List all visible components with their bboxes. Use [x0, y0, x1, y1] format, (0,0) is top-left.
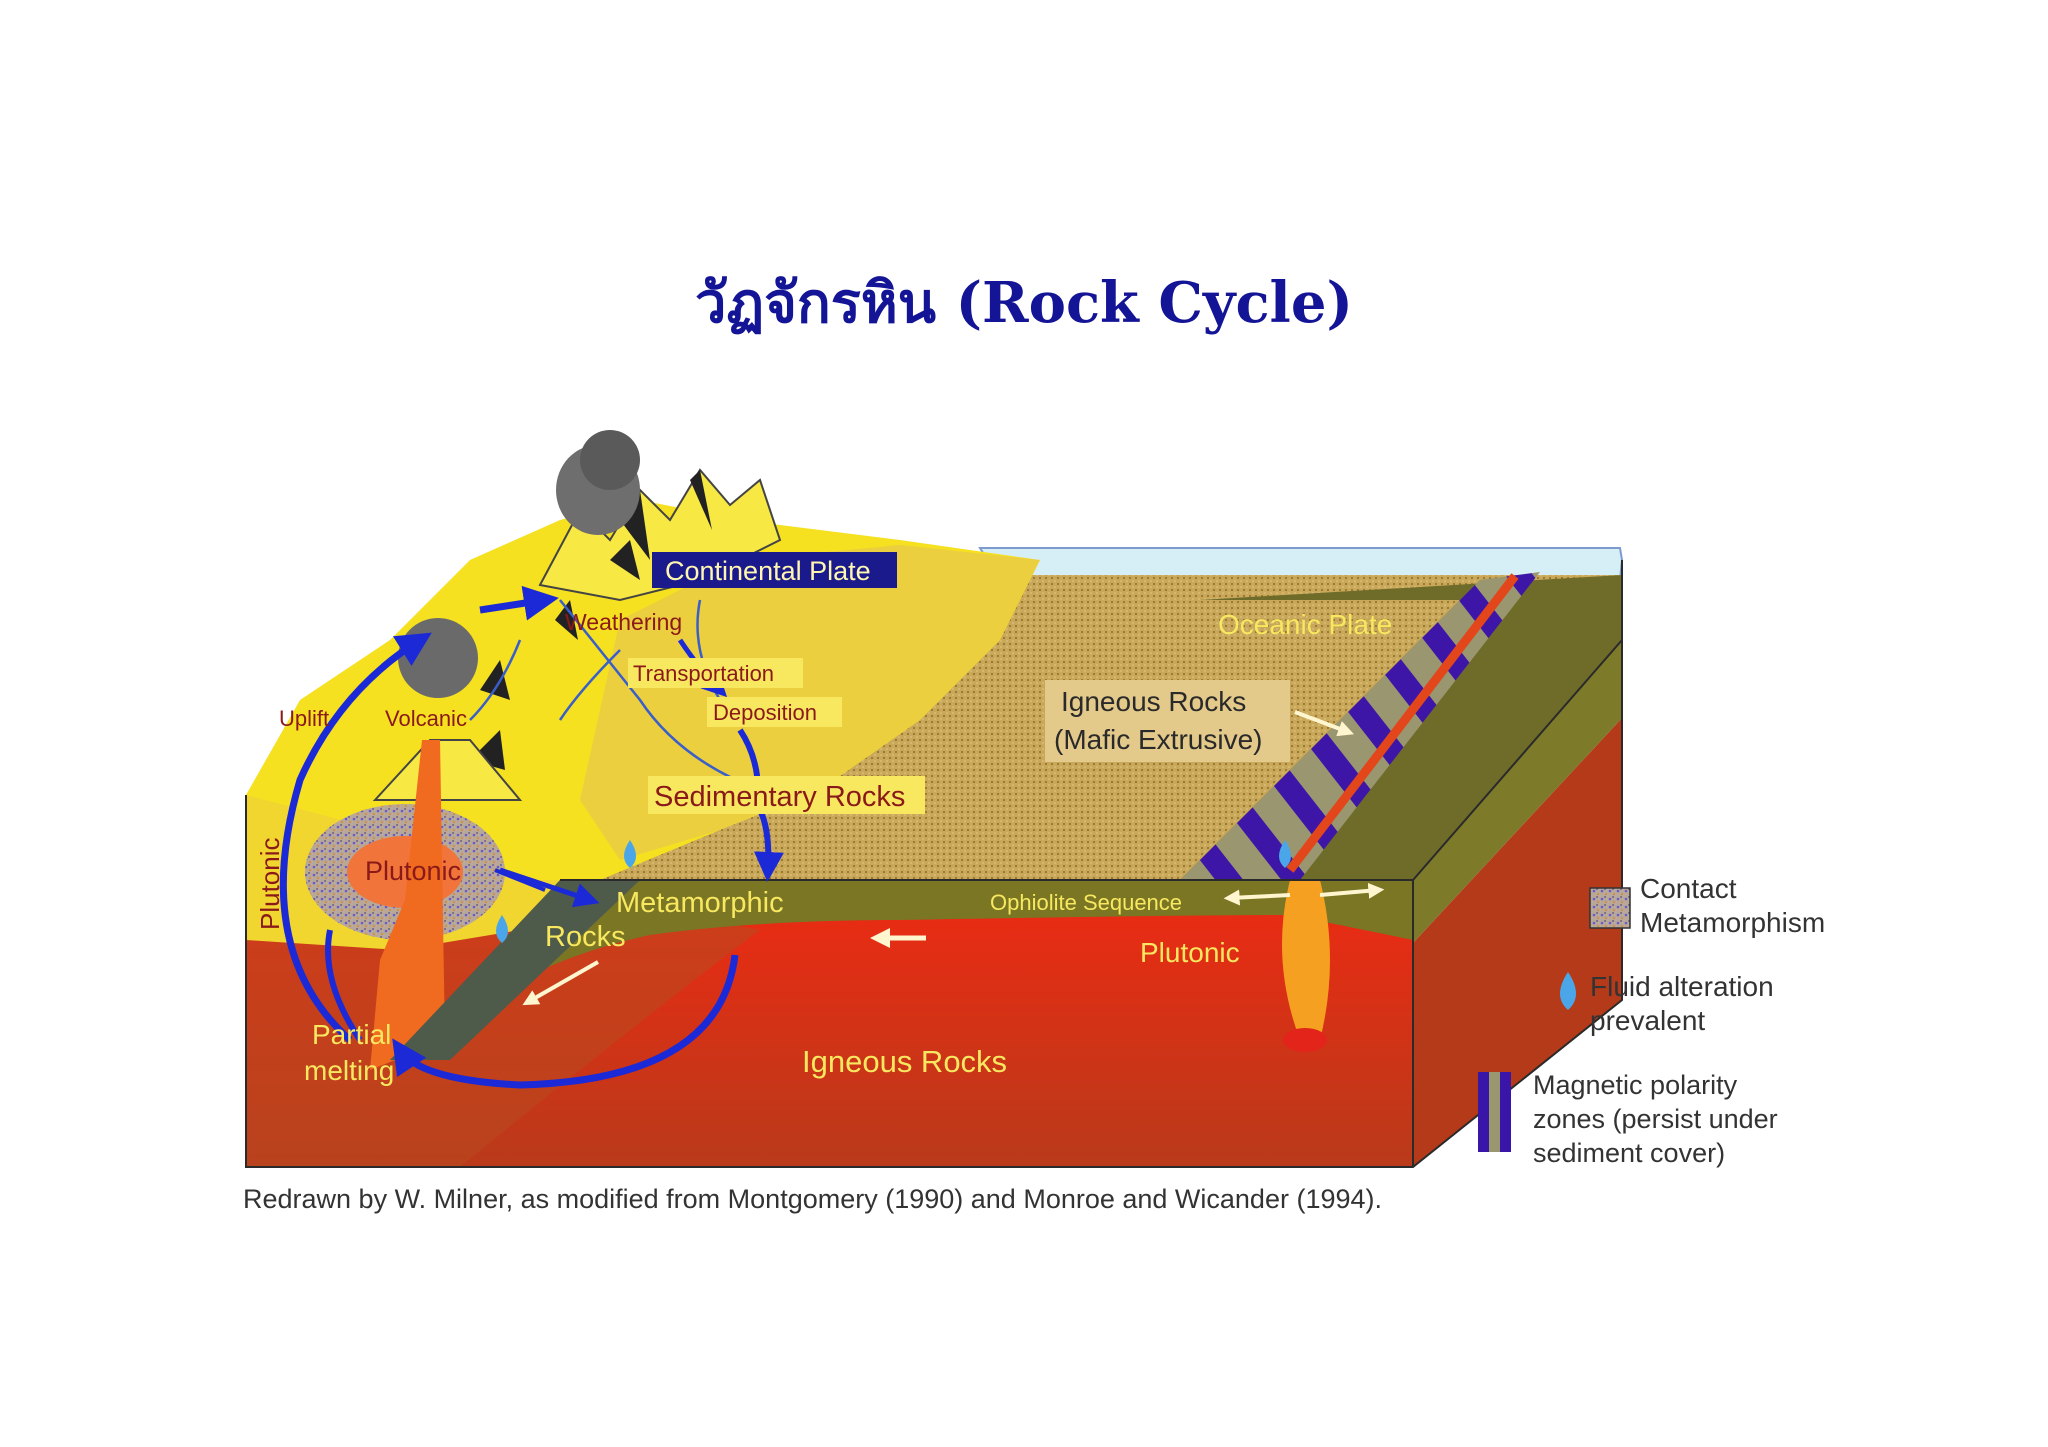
- ash-cloud-lower: [398, 618, 478, 698]
- legend-contact-line-2: Metamorphism: [1640, 907, 1825, 938]
- legend-fluid-line-1: Fluid alteration: [1590, 971, 1774, 1002]
- block-right-face-top-band: [1413, 640, 1622, 943]
- subducting-slab: [390, 880, 640, 1060]
- fluid-drop-1: [624, 840, 636, 868]
- plutonic-arrow: [494, 868, 546, 892]
- subduction-cycle-arrow: [392, 954, 739, 1089]
- mountain-shadow-2: [690, 470, 712, 530]
- label-oceanic-plate: Oceanic Plate: [1218, 609, 1392, 640]
- label-transportation: Transportation: [633, 661, 774, 686]
- metamorphic-arrow: [499, 867, 600, 908]
- front-face-brown-left: [246, 900, 760, 1167]
- river-lines: [469, 599, 761, 792]
- label-melting: melting: [304, 1055, 394, 1086]
- label-plutonic-side: Plutonic: [255, 838, 285, 931]
- legend-magnetic-line-2: zones (persist under: [1533, 1104, 1778, 1134]
- label-uplift: Uplift: [279, 706, 329, 731]
- label-rocks: Rocks: [545, 921, 626, 953]
- continental-plate-box: [652, 552, 897, 588]
- label-sedimentary-rocks: Sedimentary Rocks: [654, 781, 905, 813]
- ridge-plume-base: [1283, 1028, 1327, 1052]
- label-partial: Partial: [312, 1019, 391, 1050]
- fluid-drop-3: [1279, 840, 1291, 868]
- ridge-left-arrow: [1223, 889, 1291, 906]
- label-plutonic-left: Plutonic: [365, 856, 461, 886]
- label-continental-plate: Continental Plate: [665, 556, 871, 586]
- label-weathering: Weathering: [565, 609, 682, 635]
- upper-cycle-arrow: [479, 585, 559, 621]
- ridge-right-arrow: [1319, 882, 1385, 899]
- legend-contact-swatch: [1589, 887, 1631, 929]
- legend-magnetic-line-3: sediment cover): [1533, 1138, 1725, 1168]
- sedimentary-rocks-box: [648, 776, 925, 814]
- igneous-mafic-box: [1045, 680, 1290, 762]
- mountain-shadow-6: [610, 540, 640, 580]
- mountain-shadow-5: [555, 600, 578, 640]
- legend-magnetic-swatch-blue-2: [1500, 1072, 1511, 1152]
- page-title: วัฏจักรหิน (Rock Cycle): [695, 270, 1353, 336]
- block-right-face: [1413, 718, 1622, 1167]
- label-plutonic-right: Plutonic: [1140, 937, 1240, 968]
- pluton-arrow: [325, 929, 363, 1042]
- label-deposition: Deposition: [713, 700, 817, 725]
- mafic-arrow: [1294, 710, 1354, 737]
- uplift-arrow: [279, 632, 432, 1043]
- label-ophiolite-sequence: Ophiolite Sequence: [990, 890, 1182, 915]
- mountain-shadow-1: [620, 490, 650, 560]
- ridge-axis: [1286, 573, 1519, 873]
- ridge-plume: [1282, 880, 1330, 1040]
- credit-line: Redrawn by W. Milner, as modified from M…: [243, 1184, 1382, 1214]
- transportation-box: [628, 658, 803, 688]
- magma-conduit: [370, 740, 445, 1070]
- legend-fluid-line-2: prevalent: [1590, 1005, 1705, 1036]
- legend-magnetic-line-1: Magnetic polarity: [1533, 1070, 1738, 1100]
- legend-magnetic-swatch-olive: [1489, 1072, 1500, 1152]
- label-volcanic: Volcanic: [385, 706, 467, 731]
- volcano-cone: [372, 739, 523, 801]
- mountain-shadow-3: [480, 660, 510, 700]
- label-igneous-rocks-mafic-2: (Mafic Extrusive): [1054, 724, 1262, 755]
- label-igneous-rocks-mafic-1: Igneous Rocks: [1061, 686, 1246, 717]
- fluid-drop-2: [496, 915, 508, 943]
- block-right-top-edge: [1412, 639, 1623, 881]
- ophiolite-slab: [470, 880, 1413, 980]
- legend-fluid-drop-icon: [1560, 972, 1576, 1010]
- ash-cloud-upper-top: [580, 430, 640, 490]
- legend-magnetic-swatch-blue: [1478, 1072, 1489, 1152]
- label-igneous-rocks-bottom: Igneous Rocks: [802, 1044, 1007, 1079]
- slab-arrow: [522, 960, 599, 1006]
- magnetic-stripes: [1180, 572, 1540, 880]
- label-metamorphic: Metamorphic: [616, 887, 784, 919]
- legend-contact-line-1: Contact: [1640, 873, 1737, 904]
- deposition-box: [707, 697, 842, 727]
